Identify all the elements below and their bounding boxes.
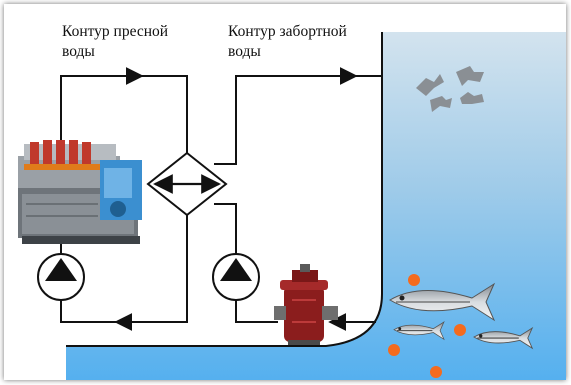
sea-water-pump-icon [212, 253, 260, 301]
hull-outline [66, 32, 383, 347]
diagram-frame: Контур пресной воды Контур забортной вод… [4, 4, 566, 380]
bubbles [388, 274, 466, 378]
fish-icon [389, 282, 534, 350]
fresh-water-pump-icon [37, 253, 85, 301]
sea-circuit-label: Контур забортной воды [228, 22, 347, 62]
fresh-circuit-label: Контур пресной воды [62, 22, 168, 62]
sea-circuit-label-line1: Контур забортной [228, 23, 347, 40]
birds-icon [416, 66, 484, 112]
fresh-circuit-label-line2: воды [62, 43, 95, 60]
engine-icon [18, 140, 142, 244]
filter-icon [274, 264, 338, 345]
sea-circuit-label-line2: воды [228, 43, 261, 60]
cooling-system-diagram [4, 4, 566, 380]
sea-water-circuit [214, 75, 382, 323]
fresh-circuit-label-line1: Контур пресной [62, 23, 169, 40]
